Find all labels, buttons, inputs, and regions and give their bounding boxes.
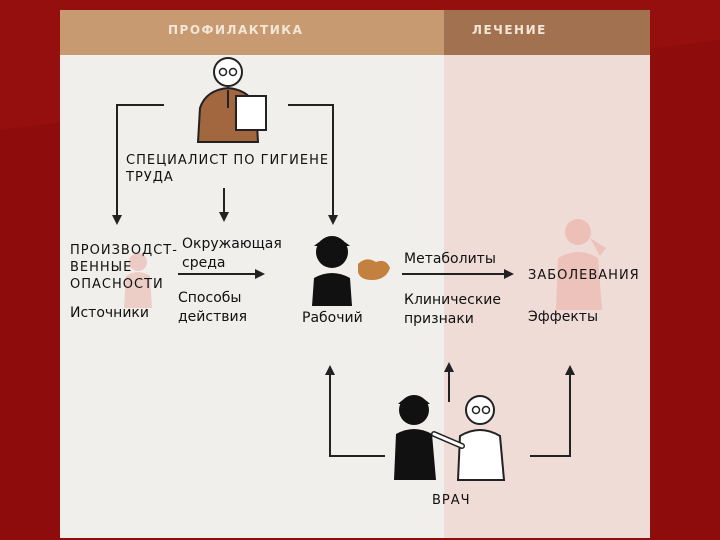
ghost-disease-figure <box>556 219 606 310</box>
doctor-label: ВРАЧ <box>432 493 471 508</box>
environment-label: Окружающая среда <box>182 236 282 271</box>
connectors <box>112 104 575 457</box>
hygienist-figure <box>196 57 267 143</box>
metabolites-label: Метаболиты <box>404 251 496 267</box>
treatment-header: ЛЕЧЕНИЕ <box>444 10 650 55</box>
doctor-figure <box>431 395 506 481</box>
diagram-card: ПРОФИЛАКТИКА ЛЕЧЕНИЕ <box>60 10 650 538</box>
treatment-title: ЛЕЧЕНИЕ <box>472 23 547 37</box>
patient-figure <box>394 395 436 480</box>
worker-figure <box>312 236 390 306</box>
hygienist-label: СПЕЦИАЛИСТ ПО ГИГИЕНЕ ТРУДА <box>126 153 330 185</box>
ways-label: Способы действия <box>178 290 248 325</box>
hazards-label: ПРОИЗВОДСТ- ВЕННЫЕ ОПАСНОСТИ <box>70 243 178 292</box>
arrow-doctor-to-worker <box>325 365 385 457</box>
prevention-header: ПРОФИЛАКТИКА <box>60 10 444 55</box>
diseases-label: ЗАБОЛЕВАНИЯ <box>528 268 640 283</box>
worker-label: Рабочий <box>302 310 363 326</box>
prevention-title: ПРОФИЛАКТИКА <box>168 23 304 37</box>
diagram-graphics <box>112 57 606 481</box>
arrow-doctor-to-effects <box>530 365 575 457</box>
arrow-to-worker <box>288 104 338 225</box>
arrow-to-hazards <box>112 104 164 225</box>
effects-label: Эффекты <box>528 309 598 325</box>
clinical-label: Клинические признаки <box>404 292 501 327</box>
sources-label: Источники <box>70 305 149 321</box>
ghost-hazard-figure <box>124 253 152 308</box>
